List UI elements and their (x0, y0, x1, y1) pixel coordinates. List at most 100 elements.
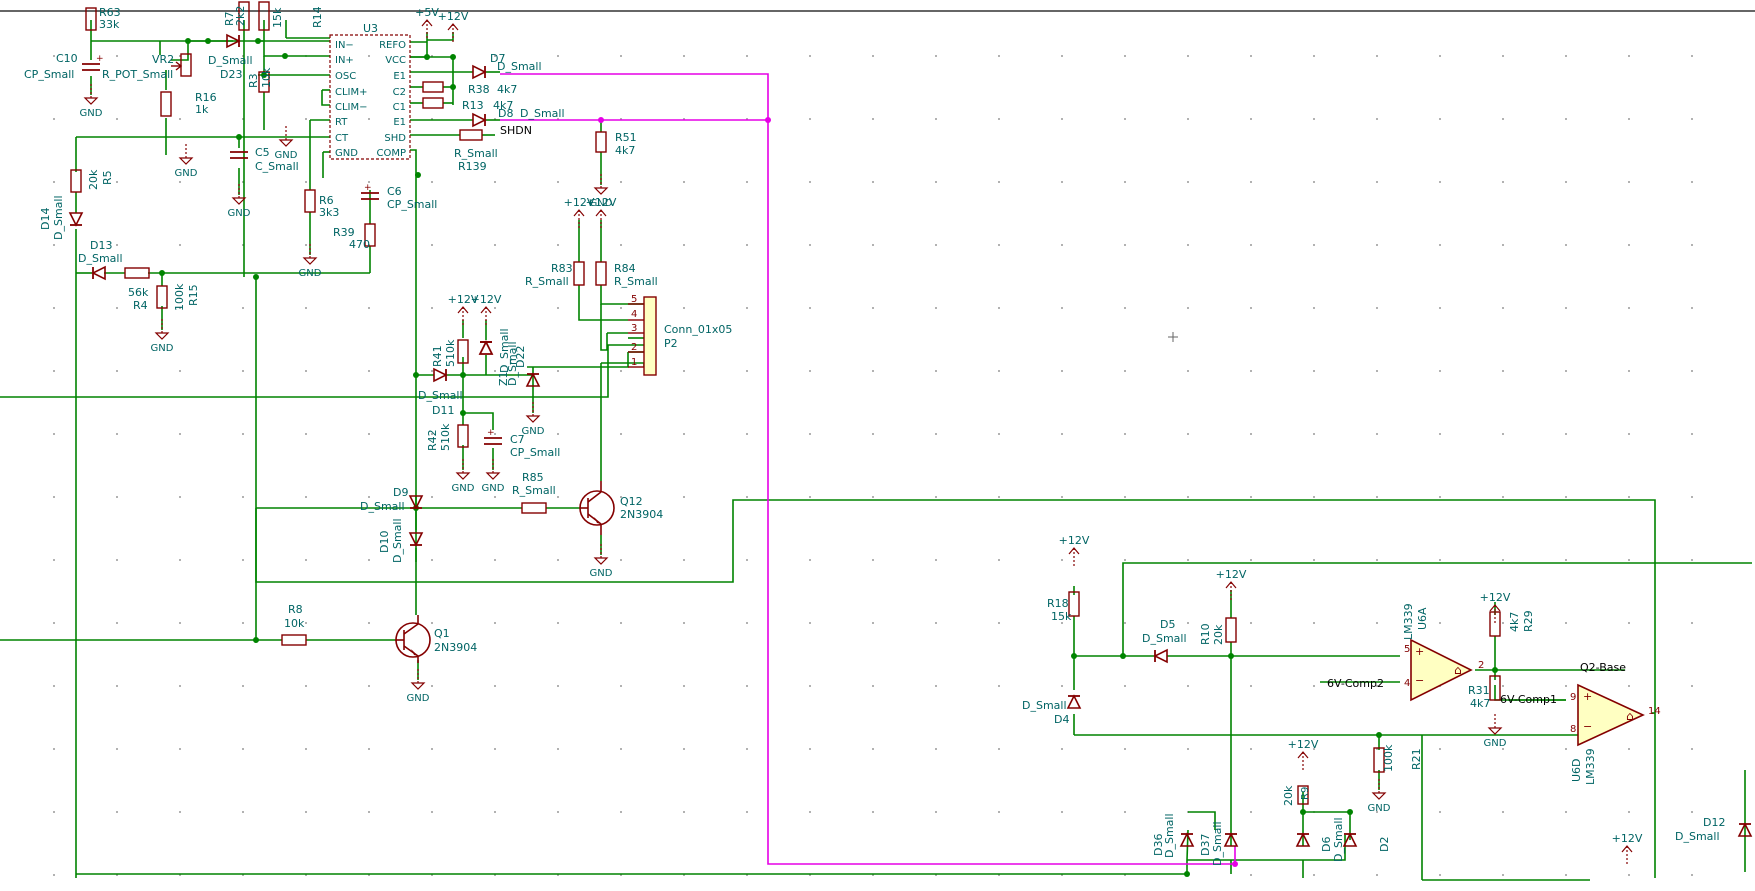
label-r9: R9 (1300, 787, 1311, 800)
resistor-r15 (156, 285, 168, 309)
label-d23: D23 (220, 68, 242, 81)
label-r9-val: 20k (1282, 785, 1295, 806)
diode (91, 265, 106, 281)
power-symbol: +12V (448, 293, 479, 327)
cap-plus: +++ (96, 54, 495, 438)
resistor-r29 (1489, 611, 1501, 637)
label-r29-val: 4k7 (1508, 612, 1521, 632)
label-r18-val: 15k (1051, 610, 1072, 623)
power-label: +12V (586, 196, 617, 209)
u3-left-pin: CLIM+ (335, 87, 368, 98)
label-r8: R8 (288, 603, 303, 616)
label-c10: C10 (56, 52, 78, 65)
label-r4: R4 (133, 299, 148, 312)
diode (433, 367, 448, 383)
u3-ic: U3 IN−IN+OSCCLIM+CLIM−RTCTGNDREFOVCCE1C2… (329, 22, 411, 160)
gnd-symbol: GND (1368, 779, 1391, 814)
diode (68, 212, 84, 227)
label-d8-val: D_Small (520, 107, 565, 120)
power-label: +12V (1612, 832, 1643, 845)
label-r31-val: 4k7 (1470, 697, 1490, 710)
diode (478, 340, 494, 355)
label-r83: R83 (551, 262, 573, 275)
label-d9: D9 (393, 486, 408, 499)
u3-pins: IN−IN+OSCCLIM+CLIM−RTCTGNDREFOVCCE1C2C1E… (335, 40, 406, 159)
label-r42-val: 510k (439, 423, 452, 451)
conn-pin-3: 3 (631, 323, 637, 334)
conn-pin-4: 4 (631, 309, 637, 320)
power-symbol: +12V (586, 196, 617, 230)
label-r7: R7 (223, 11, 236, 26)
label-vr2-val: R_POT_Small (102, 68, 173, 81)
u3-right-pin: COMP (376, 148, 406, 159)
label-d36: D36 (1152, 834, 1165, 856)
label-c10-val: CP_Small (24, 68, 74, 81)
bus-junctions (598, 117, 1238, 867)
diode (478, 340, 494, 355)
label-r6: R6 (319, 194, 334, 207)
power-symbol: +5V (415, 6, 439, 40)
gnd-label: GND (590, 198, 613, 209)
label-r39-val: 470 (349, 238, 370, 251)
resistor-r13 (422, 97, 444, 109)
label-r51: R51 (615, 131, 637, 144)
label-d11-val: D_Small (418, 389, 463, 402)
label-d37: D37 (1199, 834, 1212, 856)
label-r14-val: 15k (271, 7, 284, 28)
resistor-r85 (521, 502, 547, 514)
label-r21: R21 (1410, 748, 1423, 770)
gnd-label: GND (522, 426, 545, 437)
gnd-label: GND (1484, 738, 1507, 749)
label-r15: R15 (187, 284, 200, 306)
power-label: +12V (1216, 568, 1247, 581)
label-r7-val: 2k2 (234, 6, 247, 26)
svg-text:−: − (1415, 674, 1424, 687)
diodes (68, 33, 1753, 847)
power-symbol: +12V (1059, 534, 1090, 568)
diode (1223, 832, 1239, 847)
label-r6-val: 3k3 (319, 206, 339, 219)
label-d13-val: D_Small (78, 252, 123, 265)
label-z1: Z1 (497, 371, 510, 386)
label-r29: R29 (1522, 610, 1535, 632)
pin-8: 8 (1570, 724, 1576, 735)
resistor-r63 (85, 7, 97, 31)
power-label: +12V (1059, 534, 1090, 547)
connector-p2 (628, 296, 657, 376)
label-d14: D14 (39, 208, 52, 230)
label-c6: C6 (387, 185, 402, 198)
power-symbol: +12V (438, 10, 469, 44)
label-r13: R13 (462, 99, 484, 112)
gnd-label: GND (299, 268, 322, 279)
resistor-r83 (573, 261, 585, 286)
label-r84-val: R_Small (614, 275, 658, 288)
label-u6d-val: LM339 (1584, 748, 1597, 785)
gnd-symbol: GND (590, 174, 613, 209)
comparator-marks: +− +− ⌂⌂ (1415, 645, 1634, 733)
label-r31: R31 (1468, 684, 1490, 697)
svg-text:+: + (96, 54, 104, 64)
center-cross (1168, 332, 1178, 342)
label-r63: R63 (99, 6, 121, 19)
label-r139-val: R_Small (454, 147, 498, 160)
resistor-r14 (258, 1, 270, 31)
label-q12: Q12 (620, 495, 643, 508)
label-r51-val: 4k7 (615, 144, 635, 157)
svg-text:⌂: ⌂ (1626, 709, 1634, 723)
gnd-symbol: GND (452, 459, 475, 494)
label-d7: D7 (490, 52, 505, 65)
label-r8-val: 10k (284, 617, 305, 630)
diode (472, 64, 487, 80)
resistor-r31 (1489, 675, 1501, 701)
label-d11: D11 (432, 404, 454, 417)
label-r84: R84 (614, 262, 636, 275)
gnd-symbol: GND (175, 144, 198, 179)
label-r5: R5 (101, 170, 114, 185)
gnd-label: GND (452, 483, 475, 494)
gnd-symbol: GND (1484, 714, 1507, 749)
label-r38-val: 4k7 (497, 83, 517, 96)
label-r139: R139 (458, 160, 487, 173)
svg-text:+: + (364, 183, 372, 193)
resistor-r18 (1068, 591, 1080, 617)
